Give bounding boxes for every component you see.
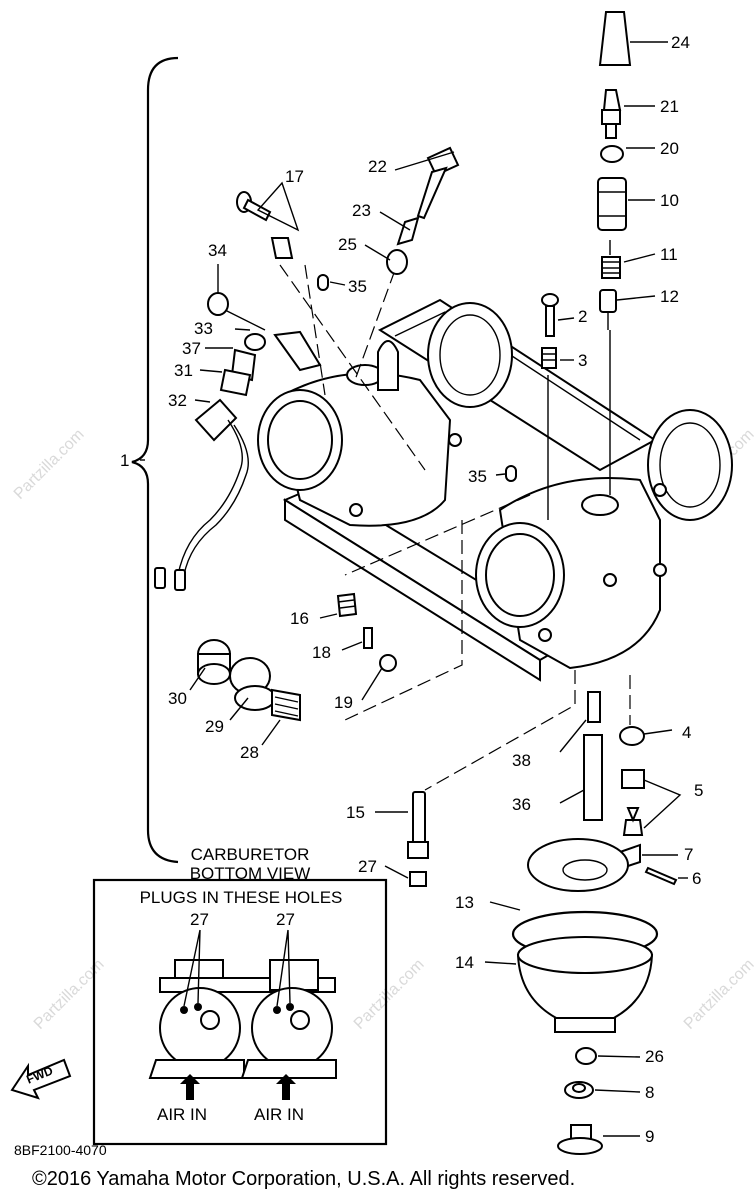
callout-5: 5 — [694, 781, 703, 800]
callout-12: 12 — [660, 287, 679, 306]
leader-lines — [224, 240, 631, 791]
air-in-right-label: AIR IN — [254, 1105, 305, 1124]
callout-23: 23 — [352, 201, 371, 220]
callout-35-lower: 35 — [468, 467, 487, 486]
watermark-text: Partzilla.com — [351, 956, 428, 1033]
callout-6: 6 — [692, 869, 701, 888]
air-in-left-label: AIR IN — [157, 1105, 208, 1124]
fwd-arrow-icon — [10, 1058, 72, 1100]
callout-leaders — [140, 41, 688, 1137]
callout-36: 36 — [512, 795, 531, 814]
callout-numbers: 24 21 20 10 11 12 2 3 22 23 25 17 35 34 … — [120, 33, 703, 1146]
callout-17: 17 — [285, 167, 304, 186]
screw-and-spring — [541, 293, 559, 369]
callout-30: 30 — [168, 689, 187, 708]
callout-15: 15 — [346, 803, 365, 822]
plug-35-upper — [317, 274, 329, 291]
bottom-view-title: CARBURETOR BOTTOM VIEW — [189, 845, 311, 883]
callout-25: 25 — [338, 235, 357, 254]
callout-34: 34 — [208, 241, 227, 260]
callout-37: 37 — [182, 339, 201, 358]
left-column-parts — [154, 292, 266, 591]
callout-18: 18 — [312, 643, 331, 662]
callout-33: 33 — [194, 319, 213, 338]
callout-4: 4 — [682, 723, 691, 742]
callout-19: 19 — [334, 693, 353, 712]
assembly-bracket — [131, 56, 179, 864]
diagram-code: 8BF2100-4070 — [14, 1142, 107, 1158]
callout-3: 3 — [578, 351, 587, 370]
callout-2: 2 — [578, 307, 587, 326]
callout-16: 16 — [290, 609, 309, 628]
plug-35-lower — [505, 465, 517, 482]
callout-8: 8 — [645, 1083, 654, 1102]
needle-parts — [336, 592, 397, 672]
callout-26: 26 — [645, 1047, 664, 1066]
callout-38: 38 — [512, 751, 531, 770]
bottom-view-box: 27 27 — [92, 878, 388, 1146]
top-column-parts — [597, 11, 632, 330]
callout-24: 24 — [671, 33, 690, 52]
drain-screw-group — [557, 1047, 603, 1155]
callout-13: 13 — [455, 893, 474, 912]
callout-7: 7 — [684, 845, 693, 864]
piston-group — [197, 639, 301, 722]
plugs-box-title: PLUGS IN THESE HOLES — [139, 888, 343, 907]
callout-22: 22 — [368, 157, 387, 176]
callout-35-upper: 35 — [348, 277, 367, 296]
pilot-screw-group — [386, 146, 460, 275]
copyright-notice: ©2016 Yamaha Motor Corporation, U.S.A. A… — [32, 1168, 576, 1190]
callout-10: 10 — [660, 191, 679, 210]
float-bowl-group — [511, 838, 659, 1033]
callout-31: 31 — [174, 361, 193, 380]
callout-21: 21 — [660, 97, 679, 116]
callout-27: 27 — [358, 857, 377, 876]
callout-9: 9 — [645, 1127, 654, 1146]
plug-label-left: 27 — [190, 910, 209, 929]
callout-11: 11 — [660, 245, 678, 264]
callout-28: 28 — [240, 743, 259, 762]
callout-14: 14 — [455, 953, 474, 972]
watermark-text: Partzilla.com — [11, 426, 88, 503]
watermark-text: Partzilla.com — [681, 956, 756, 1033]
callout-29: 29 — [205, 717, 224, 736]
callout-20: 20 — [660, 139, 679, 158]
callout-32: 32 — [168, 391, 187, 410]
callout-1: 1 — [120, 451, 129, 470]
carburetor-body — [257, 298, 733, 682]
plug-label-right: 27 — [276, 910, 295, 929]
watermark-text: Partzilla.com — [31, 956, 108, 1033]
throttle-stop-screw — [236, 191, 294, 259]
jet-group — [407, 691, 603, 887]
